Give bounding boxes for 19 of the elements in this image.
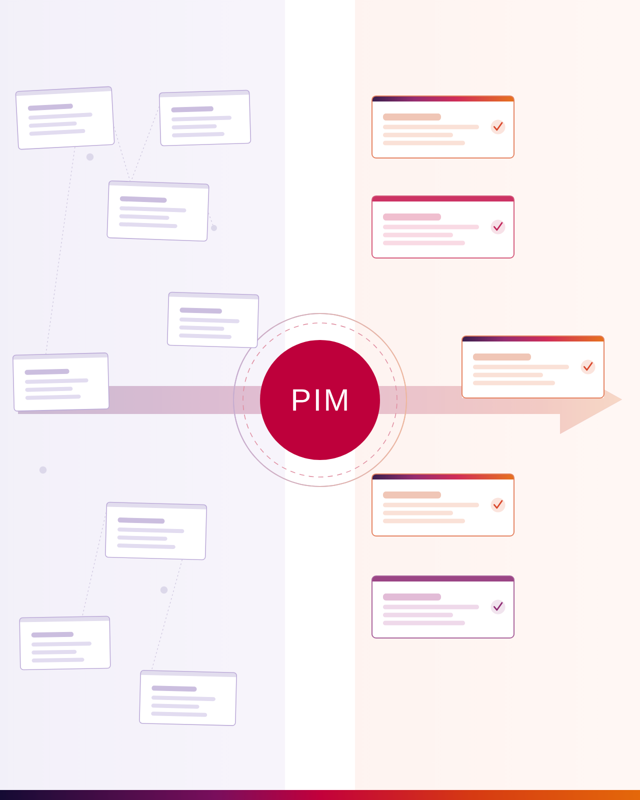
card [12,352,110,412]
card [106,180,210,242]
card [104,502,208,560]
dashed-line [208,212,214,226]
card [372,196,514,258]
card [372,96,514,158]
card [158,90,252,146]
card [462,336,604,398]
card [15,86,115,150]
card [19,616,111,670]
card [166,292,260,348]
dashed-line [114,126,130,182]
card [372,576,514,638]
card [139,670,237,726]
dashed-line [151,559,183,671]
dashed-line [46,146,76,354]
card [372,474,514,536]
dashed-line [82,512,106,617]
dashed-line [130,106,160,182]
